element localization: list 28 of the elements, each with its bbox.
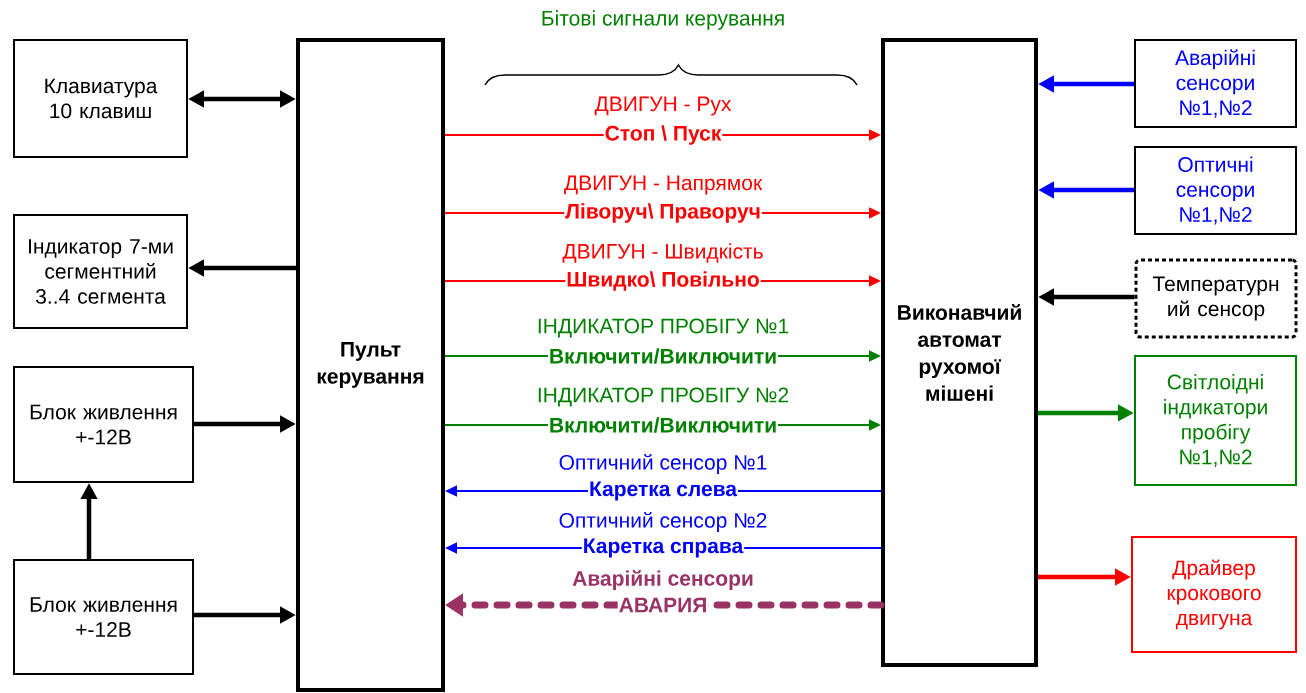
edge-label: Включити/Виключити <box>547 416 779 434</box>
control-unit-box: Пульт керування <box>296 38 445 692</box>
signal-label: ДВИГУН - Напрямок <box>564 175 763 195</box>
block-box: Аварійні сенсори №1,№2 <box>1134 39 1297 128</box>
block-box: Індикатор 7-ми сегментний 3..4 сегмента <box>13 214 188 329</box>
section-title: Бітові сигнали керування <box>542 10 784 30</box>
block-box: Блок живлення +-12В <box>13 559 194 675</box>
signal-label: ІНДИКАТОР ПРОБІГУ №2 <box>538 387 789 407</box>
block-box: Драйвер крокового двигуна <box>1131 536 1297 653</box>
edge-label: Швидко\ Повільно <box>565 270 761 292</box>
block-box: Блок живлення +-12В <box>13 366 194 483</box>
signal-label: Оптичний сенсор №2 <box>559 512 767 532</box>
control-unit-box: Виконавчий автомат рухомої мішені <box>881 38 1038 667</box>
edge-label: Стоп \ Пуск <box>603 124 723 146</box>
sensor-box: Температурн ий сенсор <box>1134 258 1298 339</box>
edge-label: Ліворуч\ Праворуч <box>564 202 762 224</box>
edge-label: Каретка справа <box>581 537 745 559</box>
signal-label: ІНДИКАТОР ПРОБІГУ №1 <box>538 318 789 338</box>
edge-label: Включити/Виключити <box>547 347 779 365</box>
block-box: Клавиатура 10 клавиш <box>13 39 188 158</box>
block-box: Оптичні сенсори №1,№2 <box>1134 146 1297 235</box>
edge-label: АВАРИЯ <box>617 596 709 614</box>
signal-label: ДВИГУН - Швидкість <box>562 243 763 263</box>
edge-label: Каретка слева <box>588 480 738 502</box>
signal-label: ДВИГУН - Рух <box>594 96 732 116</box>
signal-label: Оптичний сенсор №1 <box>559 454 767 474</box>
block-box: Світлоідні індикатори пробігу №1,№2 <box>1134 355 1297 486</box>
signal-label: Аварійні сенсори <box>572 570 753 590</box>
